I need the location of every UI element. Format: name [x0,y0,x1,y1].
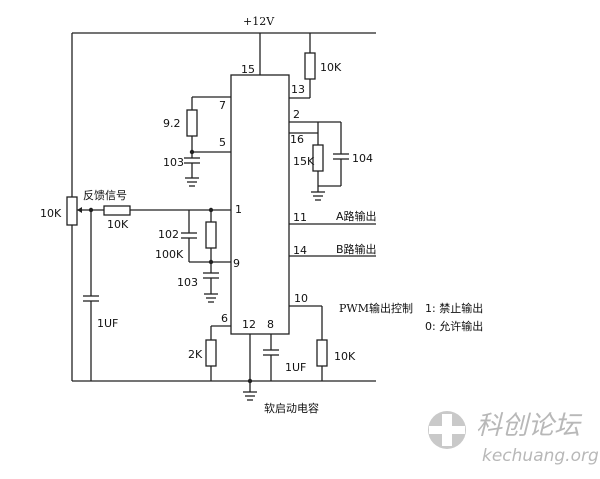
label-r-feedback: 10K [107,218,129,231]
label-c-pin5: 103 [163,156,184,169]
pwm-option-1: 1: 禁止输出 [425,301,483,315]
resistor-15k [312,144,324,172]
label-r-100k: 100K [155,248,184,261]
resistor-pin10 [316,339,328,367]
pin-12: 12 [242,318,256,331]
ground-icon [185,177,199,187]
ic-body [230,74,290,335]
pin-1: 1 [235,203,242,216]
potentiometer [66,196,78,226]
supply-rail [72,32,376,75]
label-a-out: A路输出 [336,209,377,223]
ground-icon [243,391,257,401]
label-c-1uf-left: 1UF [97,317,118,330]
label-r-top-right: 10K [320,61,342,74]
label-c-103b: 103 [177,276,198,289]
label-soft-start: 软启动电容 [264,401,319,415]
pin-16: 16 [290,133,304,146]
ground-icon [204,293,218,303]
pwm-title: PWM输出控制 [339,301,413,315]
watermark-emblem-cross [429,426,465,434]
label-feedback: 反馈信号 [83,189,127,202]
pin-5: 5 [219,136,226,149]
pin-9: 9 [233,257,240,270]
resistor-pin13-network [289,33,316,99]
pwm-option-0: 0: 允许输出 [425,319,483,333]
watermark-url: kechuang.org [482,446,599,466]
pin-14: 14 [293,244,307,257]
watermark-logo [428,411,466,449]
label-pot: 10K [40,207,62,220]
pin7-pin5-network [184,96,231,187]
wiper-arrow-icon [77,207,82,213]
pin6-network [205,325,231,381]
label-c-16: 104 [352,152,373,165]
label-r-16: 15K [293,155,315,168]
label-r-10k-out: 10K [334,350,356,363]
potentiometer-network [66,33,231,381]
label-r-2k: 2K [188,348,203,361]
resistor-2k [205,339,217,367]
watermark-cn: 科创论坛 [476,411,583,441]
pin12-ground [243,334,257,401]
resistor-100k [205,221,217,249]
pin-6: 6 [221,312,228,325]
pin10-network [289,305,328,381]
pin-7: 7 [219,99,226,112]
label-c-102: 102 [158,228,179,241]
supply-label: +12V [243,15,275,28]
output-lines [289,223,376,257]
pin-8: 8 [267,318,274,331]
label-b-out: B路输出 [336,242,377,256]
pin2-pin16-network [289,121,349,201]
pin-10: 10 [294,292,308,305]
pin-13: 13 [291,83,305,96]
resistor-feedback [103,205,131,216]
pin-15: 15 [241,63,255,76]
ground-icon [311,191,325,201]
pin-11: 11 [293,211,307,224]
label-c-1uf-8: 1UF [285,361,306,374]
label-r-pin7: 9.2 [163,117,181,130]
resistor-pin13 [304,52,316,80]
pin-2: 2 [293,108,300,121]
pin1-pin9-network [181,207,231,303]
pin8-softstart [263,334,279,381]
resistor-pin7 [186,109,198,137]
